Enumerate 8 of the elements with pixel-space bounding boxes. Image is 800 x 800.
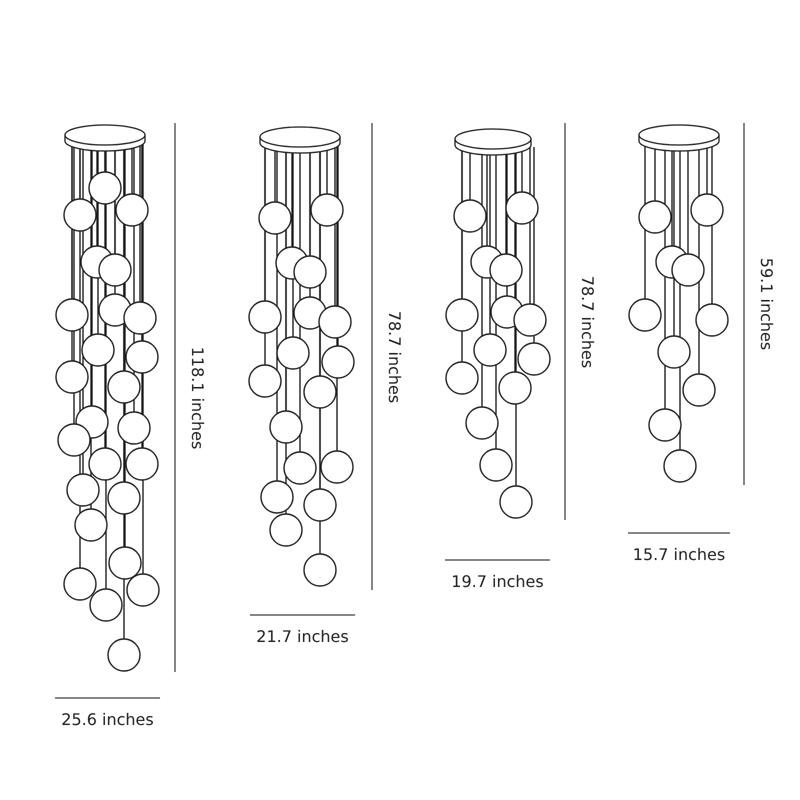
dimension-label: 78.7 inches	[386, 310, 402, 403]
dimension-label: 118.1 inches	[189, 346, 205, 449]
dimension-label: 19.7 inches	[451, 574, 544, 590]
dimension-label: 78.7 inches	[579, 275, 595, 368]
dimension-label: 25.6 inches	[61, 712, 154, 728]
dimension-label: 59.1 inches	[758, 258, 774, 350]
dimension-label: 21.7 inches	[256, 629, 349, 645]
dimension-label: 15.7 inches	[632, 547, 726, 563]
